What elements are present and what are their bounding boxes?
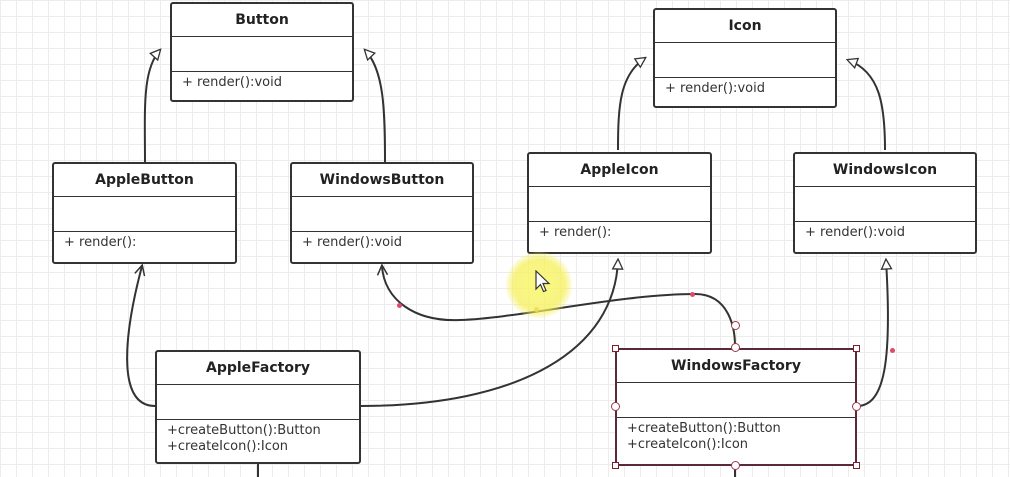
connection-point-left[interactable] [611, 402, 620, 411]
class-attributes [172, 37, 352, 72]
class-operations: + render():void [655, 78, 835, 100]
class-name: AppleFactory [157, 352, 359, 385]
class-operations: +createButton():Button +createIcon():Ico… [157, 420, 359, 458]
class-windowsicon[interactable]: WindowsIcon + render():void [793, 152, 977, 254]
operation: +createButton():Button [627, 421, 781, 436]
class-icon[interactable]: Icon + render():void [653, 8, 837, 108]
operation: + render(): [539, 225, 612, 240]
class-attributes [795, 187, 975, 222]
edge-endpoint-handle[interactable] [731, 321, 740, 330]
class-operations: + render():void [292, 232, 472, 254]
class-operations: + render(): [529, 222, 710, 244]
class-button[interactable]: Button + render():void [170, 2, 354, 102]
operation: + render():void [302, 235, 402, 250]
class-operations: +createButton():Button +createIcon():Ico… [617, 418, 855, 456]
class-name: AppleButton [54, 164, 235, 197]
edge-control-point[interactable] [890, 348, 895, 353]
resize-handle-se[interactable] [853, 462, 860, 469]
connection-point-top[interactable] [731, 343, 740, 352]
operation: + render():void [182, 75, 282, 90]
class-attributes [529, 187, 710, 222]
class-applefactory[interactable]: AppleFactory +createButton():Button +cre… [155, 350, 361, 464]
edge-control-point[interactable] [690, 292, 695, 297]
class-windowsbutton[interactable]: WindowsButton + render():void [290, 162, 474, 264]
edge-windowsfactory-windowsbutton[interactable] [382, 266, 736, 347]
operation: + render():void [665, 81, 765, 96]
operation: +createIcon():Icon [627, 437, 749, 452]
edge-applefactory-appleicon[interactable] [359, 260, 618, 407]
class-attributes [157, 385, 359, 420]
resize-handle-ne[interactable] [853, 345, 860, 352]
operation: + render(): [64, 235, 137, 250]
class-name: WindowsIcon [795, 154, 975, 187]
operation: +createIcon():Icon [167, 439, 289, 454]
class-name: Button [172, 4, 352, 37]
connection-point-right[interactable] [852, 402, 861, 411]
edge-control-point[interactable] [397, 303, 402, 308]
edge-windowsbutton-button[interactable] [365, 50, 386, 163]
class-name: WindowsFactory [617, 350, 855, 383]
class-applebutton[interactable]: AppleButton + render(): [52, 162, 237, 264]
edge-appleicon-icon[interactable] [617, 58, 645, 151]
class-windowsfactory[interactable]: WindowsFactory +createButton():Button +c… [615, 348, 857, 466]
class-operations: + render():void [795, 222, 975, 244]
class-attributes [617, 383, 855, 418]
resize-handle-nw[interactable] [612, 345, 619, 352]
edge-windowsicon-icon[interactable] [848, 60, 886, 151]
class-attributes [54, 197, 235, 232]
class-attributes [292, 197, 472, 232]
edge-applebutton-button[interactable] [143, 50, 160, 163]
class-name: WindowsButton [292, 164, 472, 197]
edge-applefactory-applebutton[interactable] [126, 266, 156, 407]
class-attributes [655, 43, 835, 78]
class-name: AppleIcon [529, 154, 710, 187]
mouse-cursor-icon [535, 270, 551, 293]
edge-windowsfactory-windowsicon[interactable] [856, 260, 888, 407]
class-appleicon[interactable]: AppleIcon + render(): [527, 152, 712, 254]
connection-point-bottom[interactable] [731, 461, 740, 470]
operation: + render():void [805, 225, 905, 240]
class-name: Icon [655, 10, 835, 43]
resize-handle-sw[interactable] [612, 462, 619, 469]
class-operations: + render(): [54, 232, 235, 254]
class-operations: + render():void [172, 72, 352, 94]
operation: +createButton():Button [167, 423, 321, 438]
